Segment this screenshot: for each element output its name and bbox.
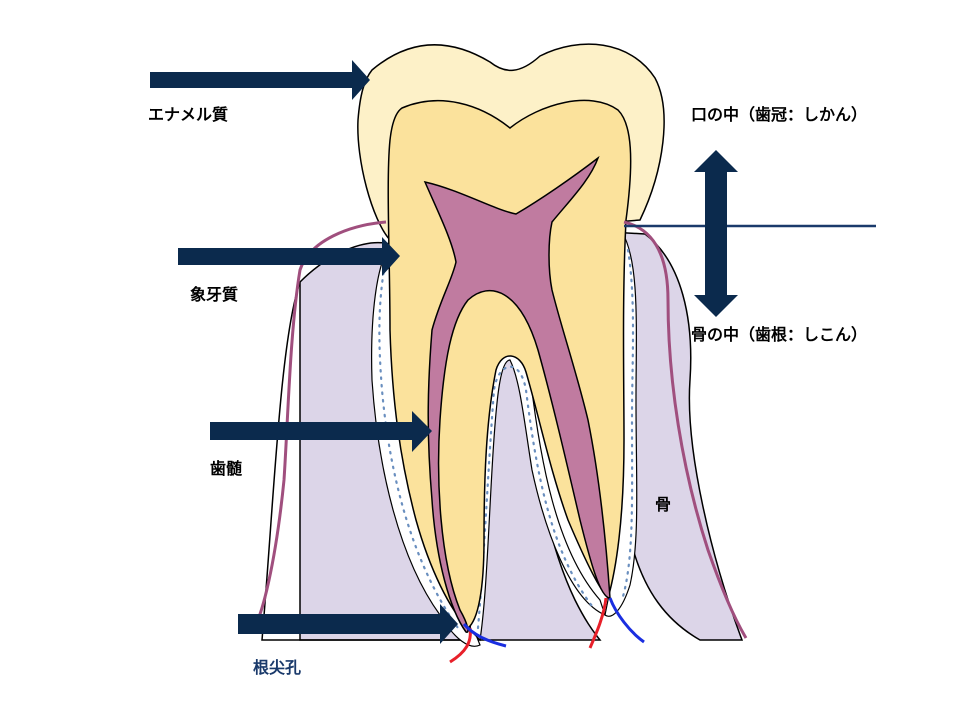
pulp xyxy=(423,155,611,633)
label-pulp: 歯髄 xyxy=(210,459,243,478)
ligament-right-dots xyxy=(620,248,635,602)
label-apical-foramen: 根尖孔 xyxy=(253,658,302,677)
label-bone: 骨 xyxy=(655,495,672,514)
label-enamel: エナメル質 xyxy=(148,105,229,124)
right-arrow-icon xyxy=(150,60,370,100)
right-arrow-icon xyxy=(178,237,400,276)
label-dentin: 象牙質 xyxy=(190,285,239,304)
right-arrow-icon xyxy=(210,411,432,452)
right-arrow-icon xyxy=(238,604,458,644)
ligament-center-dots xyxy=(476,365,594,630)
artery-right xyxy=(588,597,608,649)
ligament-left-dots xyxy=(378,256,460,630)
label-crown: 口の中（歯冠：しかん） xyxy=(691,105,868,124)
gum-line-right xyxy=(623,220,748,639)
vein-right xyxy=(608,597,645,644)
label-root: 骨の中（歯根：しこん） xyxy=(691,325,868,344)
gum-line-left xyxy=(250,220,387,632)
up-down-double-arrow-icon xyxy=(694,150,738,317)
vein-left xyxy=(462,623,507,648)
